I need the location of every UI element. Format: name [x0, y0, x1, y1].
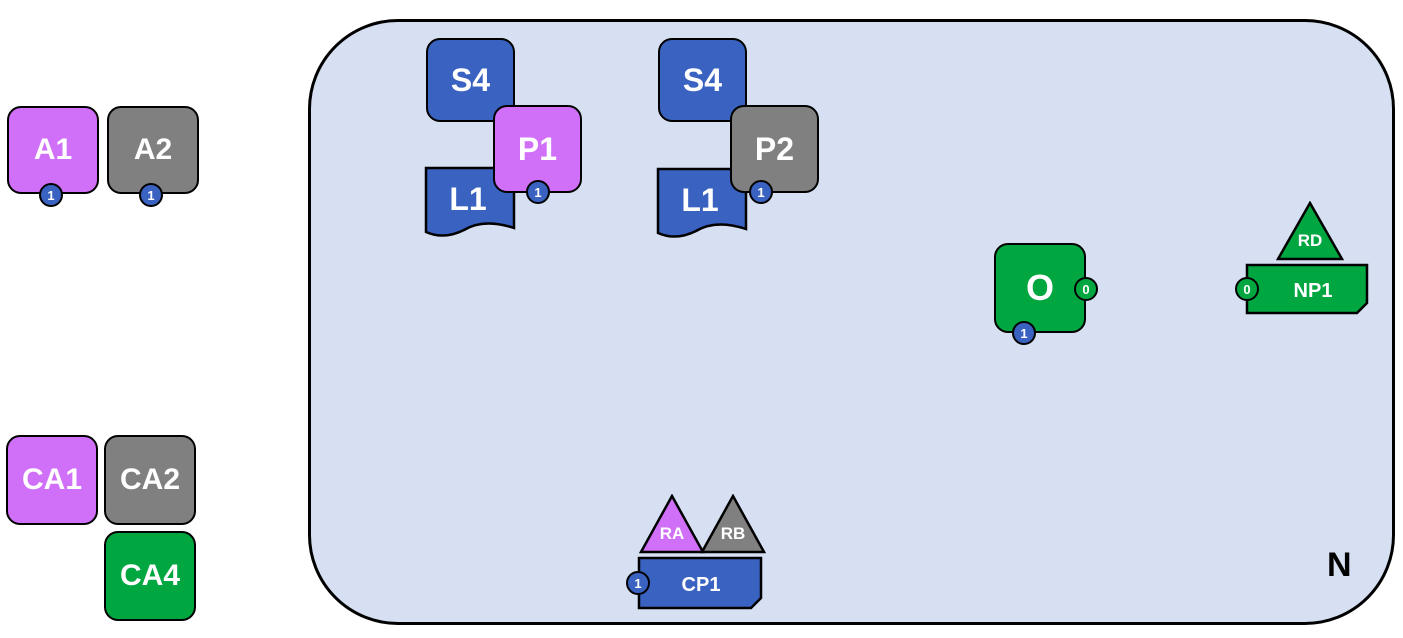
group-mid-p2-count-badge: 1	[749, 180, 773, 204]
group-left-l1-label: L1	[449, 181, 486, 217]
region-n-label: N	[1327, 546, 1352, 584]
np1-rd-label: RD	[1298, 231, 1323, 250]
group-mid-p2-tile[interactable]: P2	[730, 105, 819, 193]
np1-label: NP1	[1294, 280, 1333, 302]
asset-ca4-tile[interactable]: CA4	[104, 531, 196, 621]
actor-a1-count: 1	[47, 187, 55, 203]
actor-a2-count: 1	[147, 187, 155, 203]
group-left-s4-label: S4	[450, 61, 491, 98]
group-left-l1-document-icon[interactable]: L1	[424, 166, 516, 240]
node-o-tile[interactable]: O	[994, 243, 1086, 333]
actor-a1-label: A1	[33, 133, 73, 166]
np1-count-badge: 0	[1235, 277, 1259, 301]
asset-ca2-tile[interactable]: CA2	[104, 435, 196, 525]
actor-a2-tile[interactable]: A2	[107, 106, 199, 194]
np1-package-tile[interactable]: NP1	[1245, 263, 1371, 315]
cp1-rb-triangle-icon[interactable]: RB	[700, 494, 766, 554]
group-mid-s4-label: S4	[682, 61, 723, 98]
group-left-p1-label: P1	[517, 130, 558, 167]
node-o-label: O	[1025, 267, 1054, 308]
cp1-ra-label: RA	[660, 524, 685, 543]
group-mid-p2-label: P2	[754, 130, 795, 167]
group-mid-p2-count: 1	[757, 184, 765, 200]
group-left-p1-count-badge: 1	[526, 180, 550, 204]
cp1-ra-triangle-icon[interactable]: RA	[639, 494, 705, 554]
asset-ca1-label: CA1	[21, 463, 82, 496]
asset-ca4-label: CA4	[119, 559, 180, 592]
group-mid-l1-document-icon[interactable]: L1	[656, 167, 748, 241]
node-o-out-count-badge: 0	[1074, 277, 1098, 301]
actor-a2-count-badge: 1	[139, 183, 163, 207]
node-o-out-count: 0	[1082, 281, 1090, 297]
node-o-in-count: 1	[1020, 325, 1028, 341]
asset-ca1-tile[interactable]: CA1	[6, 435, 98, 525]
np1-count: 0	[1243, 281, 1251, 297]
cp1-package-tile[interactable]: CP1	[637, 556, 765, 610]
actor-a1-count-badge: 1	[39, 183, 63, 207]
actor-a2-label: A2	[133, 133, 173, 166]
cp1-count-badge: 1	[626, 571, 650, 595]
group-mid-l1-label: L1	[681, 182, 718, 218]
group-left-p1-count: 1	[534, 184, 542, 200]
np1-rd-triangle-icon[interactable]: RD	[1276, 201, 1344, 261]
node-o-in-count-badge: 1	[1012, 321, 1036, 345]
cp1-count: 1	[634, 575, 642, 591]
group-mid-s4-tile[interactable]: S4	[658, 38, 747, 122]
group-left-p1-tile[interactable]: P1	[493, 105, 582, 193]
actor-a1-tile[interactable]: A1	[7, 106, 99, 194]
cp1-label: CP1	[682, 574, 721, 596]
cp1-rb-label: RB	[721, 524, 746, 543]
asset-ca2-label: CA2	[119, 463, 180, 496]
group-left-s4-tile[interactable]: S4	[426, 38, 515, 122]
